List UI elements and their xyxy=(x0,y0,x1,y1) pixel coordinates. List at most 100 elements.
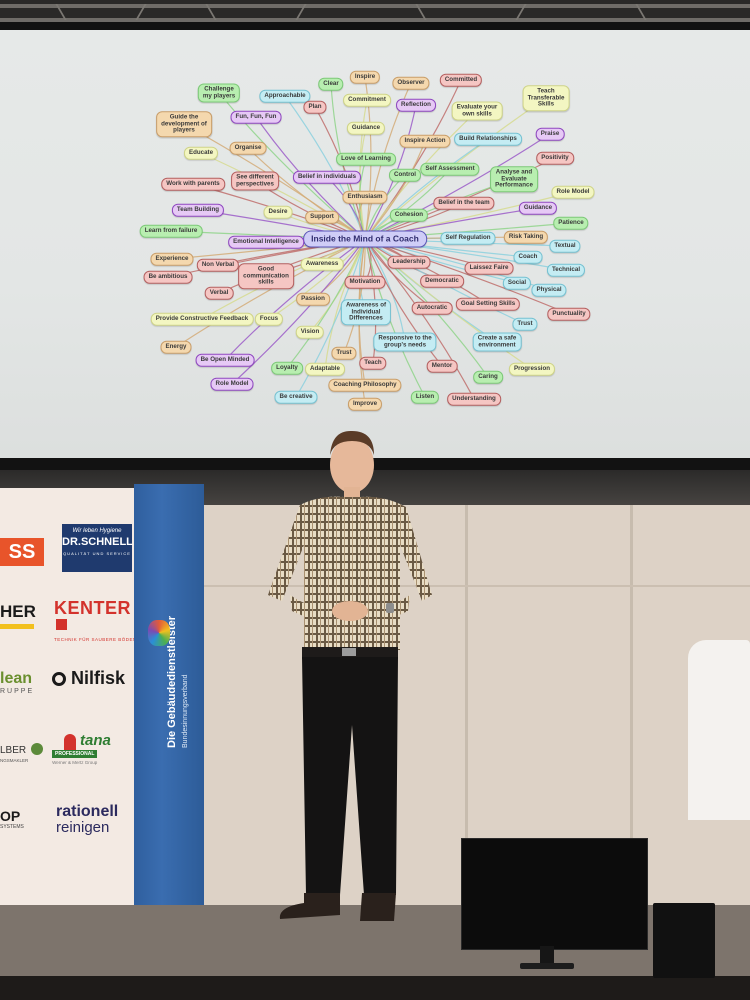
mind-map-node: Caring xyxy=(473,370,503,384)
mind-map-node: Awareness xyxy=(300,257,344,271)
mind-map-node: Laissez Faire xyxy=(464,261,514,275)
mind-map-node: Guidance xyxy=(518,201,558,215)
mind-map-node: Clear xyxy=(318,77,344,91)
mind-map-node: Good communication skills xyxy=(238,263,294,289)
monitor-base xyxy=(520,963,574,969)
mind-map-node: Coach xyxy=(513,250,543,264)
mind-map-node: Democratic xyxy=(420,274,464,288)
mind-map-node: Approachable xyxy=(259,89,311,103)
speaker xyxy=(268,430,432,921)
op-subtext: SYSTEMS xyxy=(0,824,24,830)
mind-map-node: Analyse and Evaluate Performance xyxy=(490,166,538,192)
mind-map-node: Trust xyxy=(512,317,538,331)
rationell-text: rationell xyxy=(56,803,119,820)
kenter-subtext: TECHNIK FÜR SAUBERE BÖDEN xyxy=(54,637,137,642)
her-text: HER xyxy=(0,602,36,621)
mind-map-node: Motivation xyxy=(344,275,386,289)
mind-map-node: Social xyxy=(502,276,532,290)
dr-schnell-subtext: QUALITÄT UND SERVICE xyxy=(63,551,131,556)
mind-map-node: Guidance xyxy=(346,121,386,135)
wall-panel-line xyxy=(195,585,750,587)
banner-side-title: Die Gebäudedienstleister xyxy=(166,615,178,748)
logo-partial-lber: LBER NGSMAKLER xyxy=(0,740,43,763)
dr-schnell-tagline: Wir leben Hygiene xyxy=(72,528,122,534)
mind-map-node: Responsive to the group's needs xyxy=(373,332,437,352)
mind-map-node: Desire xyxy=(263,205,293,219)
mind-map-node: Provide Constructive Feedback xyxy=(150,312,254,326)
mind-map-node: Praise xyxy=(535,127,565,141)
stage-edge xyxy=(0,976,750,1000)
her-yellow-bar xyxy=(0,624,34,629)
logo-partial-ss: SS xyxy=(0,538,44,566)
clean-text: lean xyxy=(0,670,33,687)
mind-map-node: Reflection xyxy=(396,98,436,112)
logo-partial-op: OP SYSTEMS xyxy=(0,808,24,830)
mind-map-node: Autocratic xyxy=(411,301,453,315)
stage-monitor xyxy=(461,838,648,950)
mind-map-node: Evaluate your own skills xyxy=(451,101,503,121)
mind-map-node: Non Verbal xyxy=(196,258,240,272)
mind-map-node: Risk Taking xyxy=(503,230,549,244)
mind-map-node: Cohesion xyxy=(389,208,429,222)
nilfisk-text: Nilfisk xyxy=(71,668,126,688)
mind-map-node: Observer xyxy=(392,76,430,90)
wall-seam xyxy=(465,505,468,910)
banner-side-panel xyxy=(134,484,204,910)
mind-map-node: Focus xyxy=(254,312,284,326)
lber-subtext: NGSMAKLER xyxy=(0,758,29,763)
logo-kenter: KENTER TECHNIK FÜR SAUBERE BÖDEN xyxy=(54,598,140,642)
mind-map-node: Guide the development of players xyxy=(156,111,212,137)
op-text: OP xyxy=(0,808,21,824)
logo-dr-schnell: Wir leben Hygiene DR.SCHNELL QUALITÄT UN… xyxy=(62,524,133,572)
tana-figure-icon xyxy=(64,734,76,750)
mind-map-node: Plan xyxy=(303,100,327,114)
mind-map-node: Positivity xyxy=(536,151,574,165)
cocktail-table-cloth xyxy=(688,640,750,820)
mind-map-node: Support xyxy=(305,210,339,224)
reinigen-text: reinigen xyxy=(56,819,110,836)
mind-map-node: Create a safe environment xyxy=(472,332,522,352)
mind-map-node: Loyalty xyxy=(271,361,303,375)
mind-map-node: Be creative xyxy=(274,390,318,404)
mind-map-node: Belief in individuals xyxy=(292,170,362,184)
mind-map-node: Challenge my players xyxy=(197,83,241,103)
mind-map-node: Work with parents xyxy=(161,177,225,191)
mind-map-node: Punctuality xyxy=(547,307,591,321)
mind-map-node: Commitment xyxy=(343,93,391,107)
mind-map-node: Trust xyxy=(331,346,357,360)
mind-map-node: Leadership xyxy=(387,255,431,269)
nilfisk-swirl-icon xyxy=(52,672,66,687)
mind-map-node: Awareness of Individual Differences xyxy=(340,299,392,325)
mind-map-node: Mentor xyxy=(426,359,458,373)
stage-speaker-box xyxy=(653,903,715,978)
mind-map-node: Teach Transferable Skills xyxy=(522,85,570,111)
mind-map-node: Energy xyxy=(160,340,192,354)
mind-map-node: Self Regulation xyxy=(440,231,496,245)
mind-map-node: Technical xyxy=(546,263,586,277)
mind-map-node: Listen xyxy=(410,390,440,404)
projection-screen: Inside the Mind of a Coach Challenge my … xyxy=(0,30,750,458)
mind-map-node: Role Model xyxy=(210,377,254,391)
mind-map-node: Coaching Philosophy xyxy=(328,378,402,392)
mind-map-node: Experience xyxy=(150,252,194,266)
mind-map-node: Control xyxy=(389,168,421,182)
mind-map-node: Learn from failure xyxy=(139,224,203,238)
mind-map-node: Progression xyxy=(508,362,556,376)
logo-nilfisk: Nilfisk xyxy=(52,668,125,689)
tana-subtext: PROFESSIONAL xyxy=(52,750,98,758)
dr-schnell-name: DR.SCHNELL xyxy=(62,536,133,548)
lber-leaf-icon xyxy=(30,742,43,755)
kenter-text: KENTER xyxy=(54,598,132,618)
mind-map-node: Enthusiasm xyxy=(342,190,388,204)
mind-map-node: Passion xyxy=(296,292,330,306)
mind-map-node: Be Open Minded xyxy=(195,353,255,367)
mind-map-node: Verbal xyxy=(204,286,234,300)
mind-map-node: Improve xyxy=(347,397,383,411)
mind-map-node: Love of Learning xyxy=(336,152,396,166)
mind-map-node: Emotional Intelligence xyxy=(228,235,304,249)
logo-tana: tana PROFESSIONAL Werner & Mertz Group xyxy=(52,730,111,765)
mind-map-node: Goal Setting Skills xyxy=(455,297,521,311)
mind-map-node: Organise xyxy=(229,141,267,155)
mind-map-node: Fun, Fun, Fun xyxy=(230,110,282,124)
mind-map-node: Role Model xyxy=(551,185,595,199)
